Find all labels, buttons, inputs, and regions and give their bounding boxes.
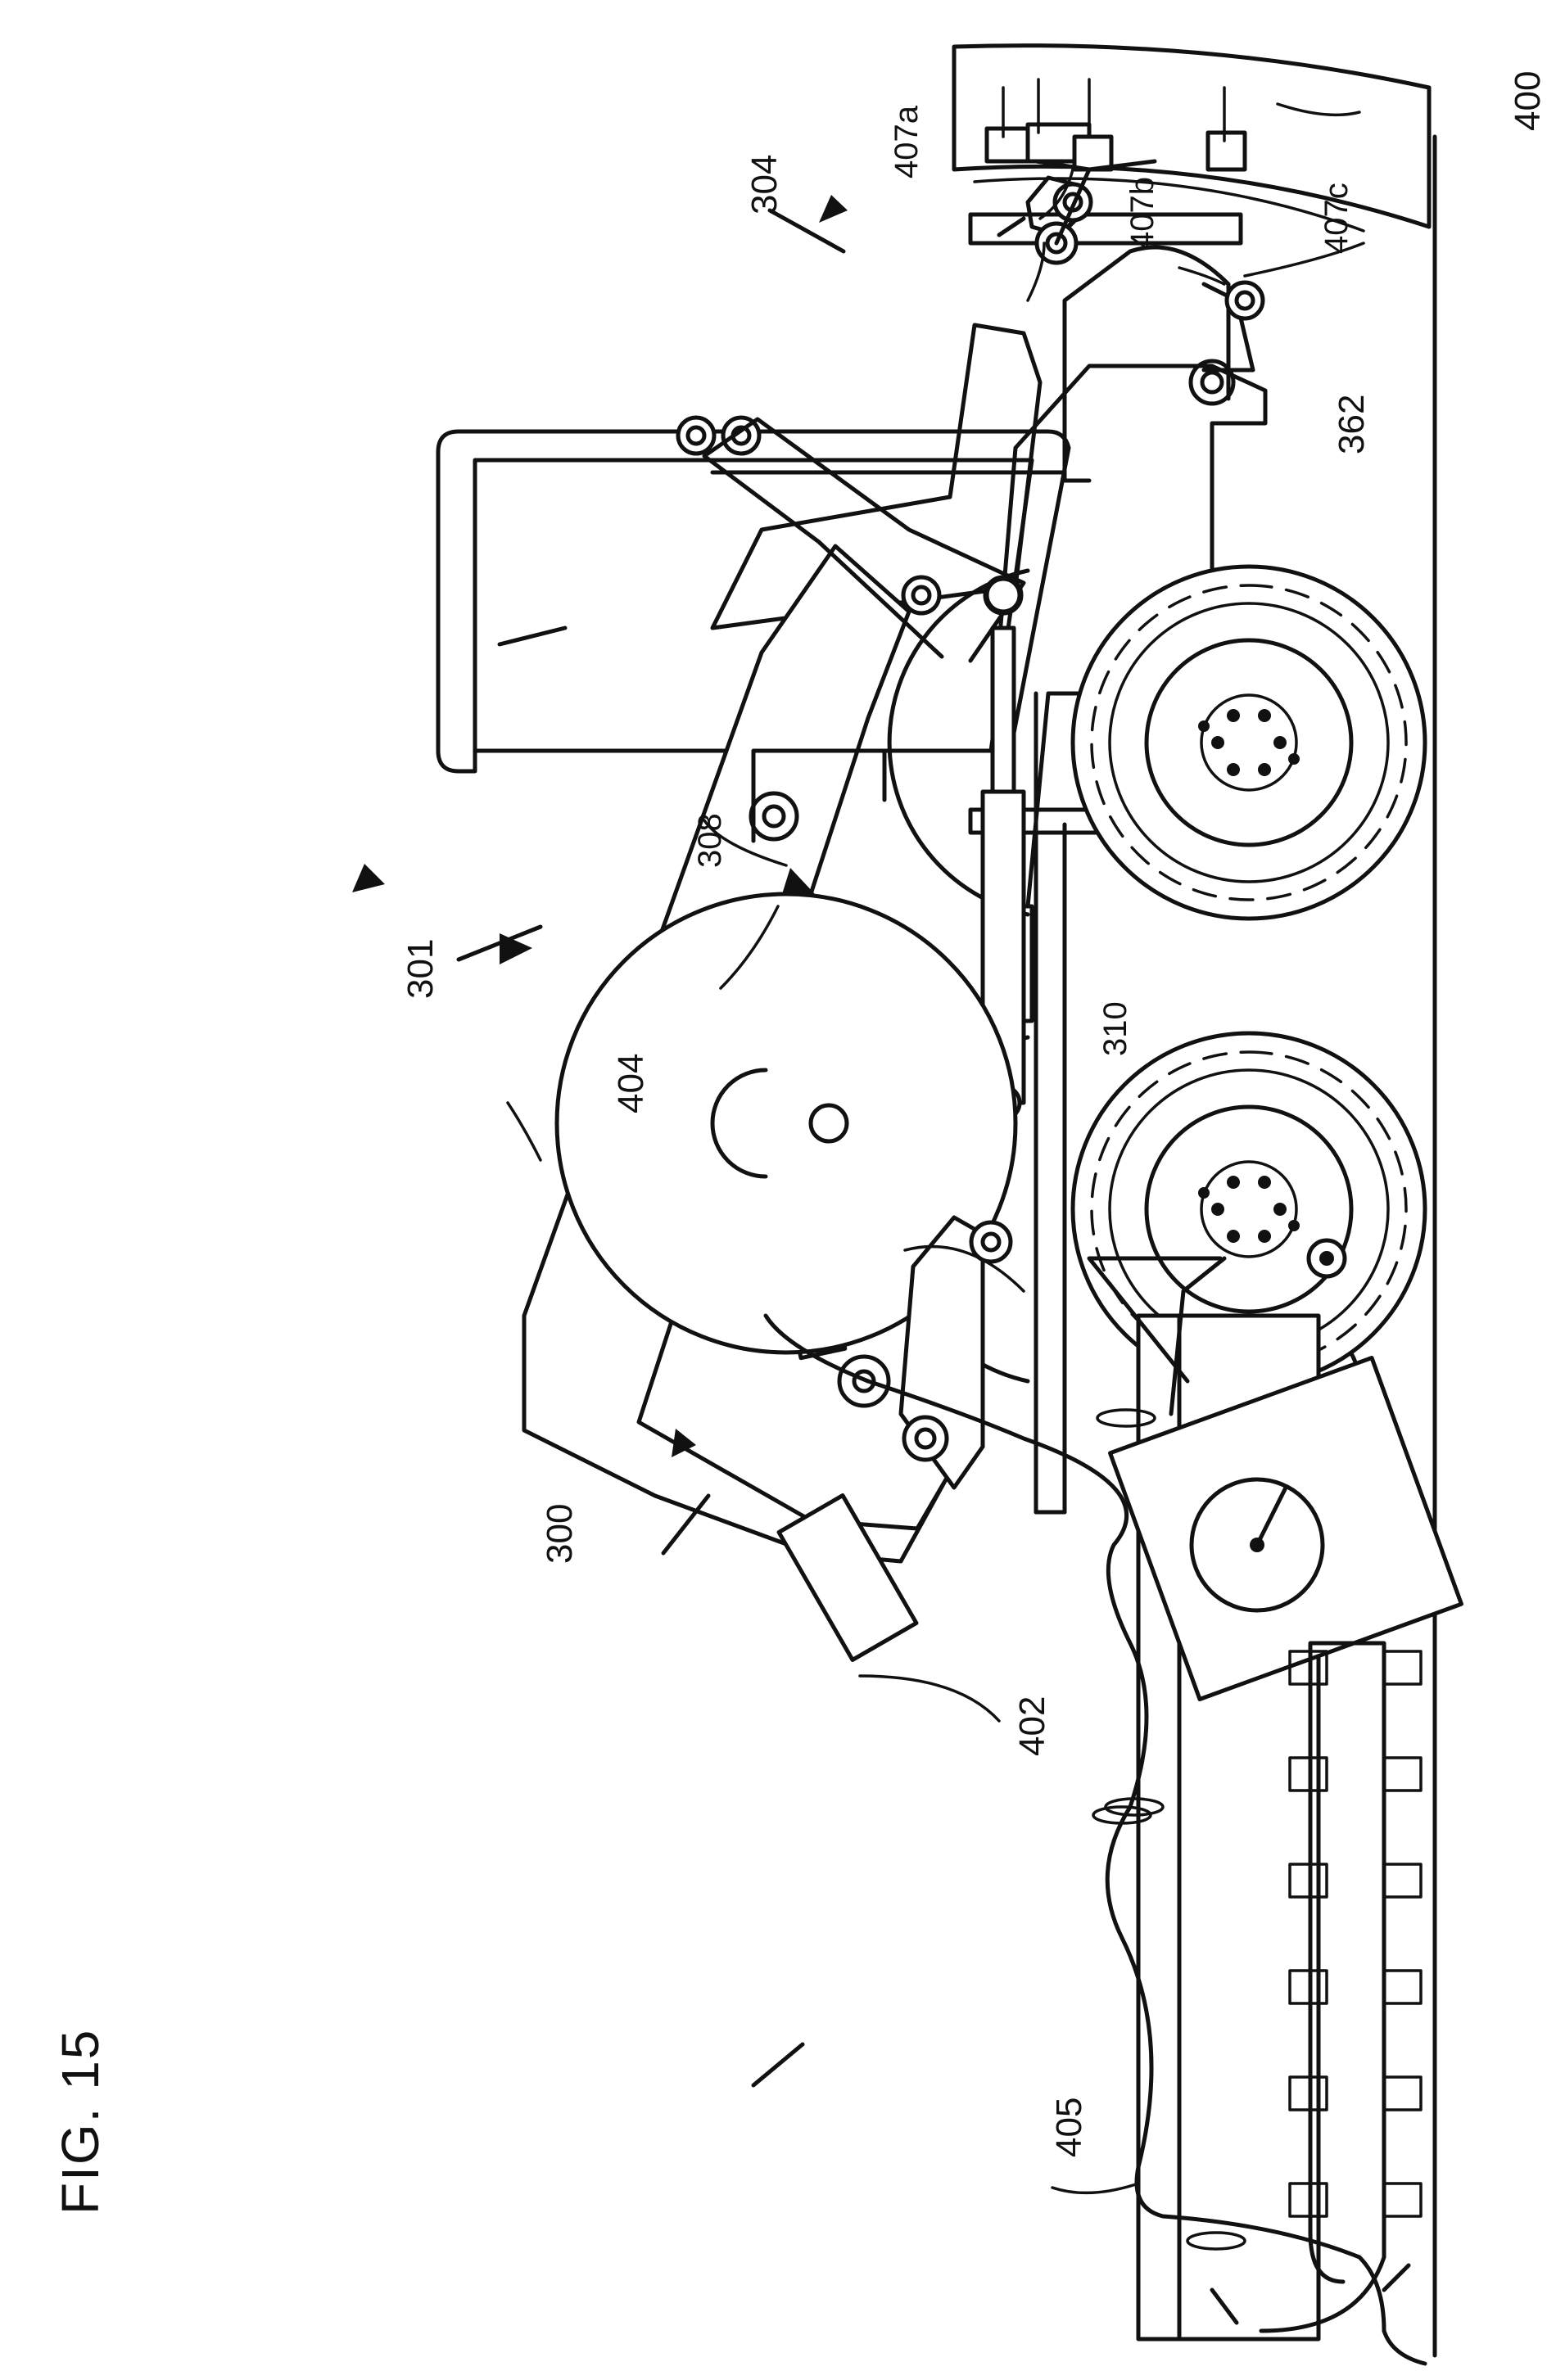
label-301: 301 bbox=[400, 939, 441, 999]
machine-drawing bbox=[436, 43, 1463, 2366]
label-308: 308 bbox=[692, 813, 728, 868]
leaders bbox=[456, 102, 1365, 2195]
cable bbox=[763, 1313, 1427, 2366]
label-310: 310 bbox=[1097, 1001, 1133, 1056]
roll-cage bbox=[436, 429, 1071, 774]
fender-rear bbox=[887, 568, 1030, 917]
label-300: 300 bbox=[540, 1504, 580, 1564]
blade bbox=[952, 43, 1432, 233]
cable-clips bbox=[1092, 1408, 1246, 2251]
label-407b: 407b bbox=[1124, 177, 1160, 250]
figure-title: FIG. 15 bbox=[51, 2029, 110, 2215]
label-304: 304 bbox=[744, 155, 785, 215]
arrow-heads bbox=[352, 195, 848, 1457]
trencher bbox=[1087, 1238, 1463, 2342]
label-407c: 407c bbox=[1319, 183, 1355, 254]
boom-mount bbox=[776, 1215, 1013, 1662]
labels: FIG. 15 300 301 304 308 310 362 400 402 … bbox=[51, 71, 1548, 2215]
label-405: 405 bbox=[1049, 2098, 1089, 2157]
label-402: 402 bbox=[1012, 1696, 1052, 1756]
label-407a: 407a bbox=[889, 105, 925, 178]
label-400: 400 bbox=[1508, 71, 1548, 131]
label-404: 404 bbox=[611, 1054, 651, 1113]
rear-wheel bbox=[1070, 564, 1427, 921]
rear-frame bbox=[1025, 159, 1265, 483]
label-362: 362 bbox=[1332, 395, 1372, 454]
